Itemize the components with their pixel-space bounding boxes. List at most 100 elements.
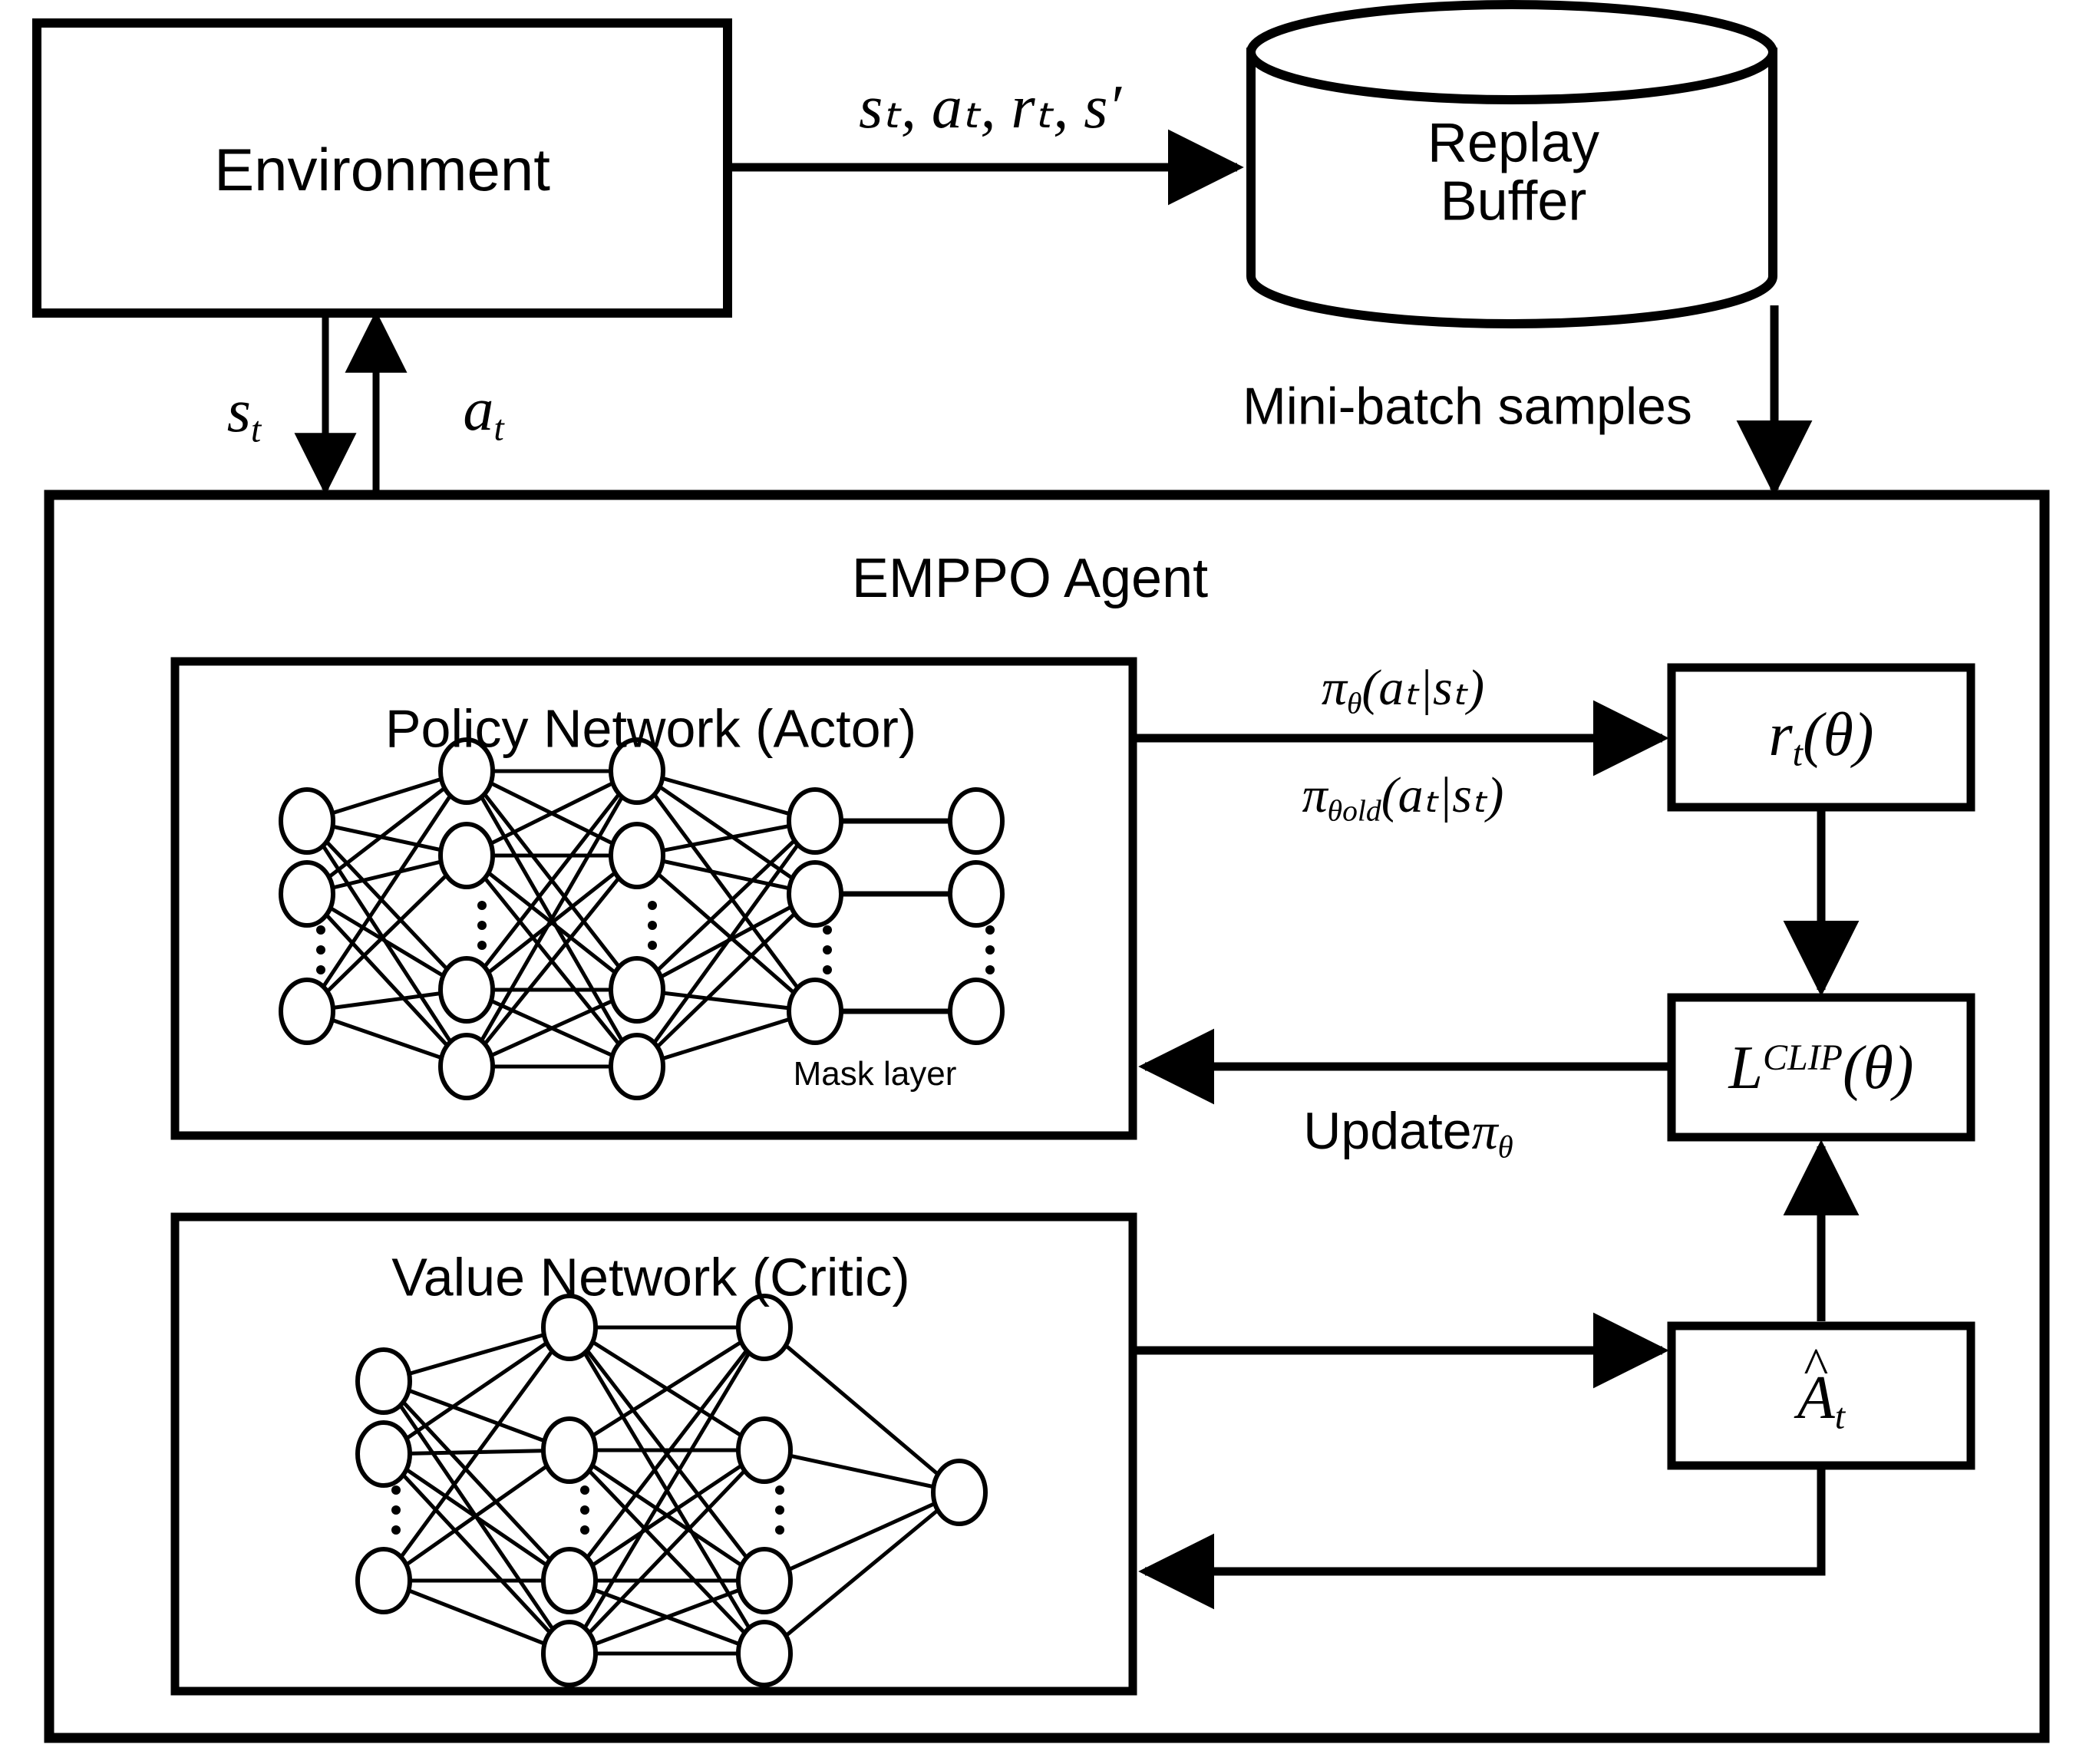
value-node [541, 1294, 598, 1361]
action-label: at [463, 378, 503, 448]
action-symbol: a [463, 376, 494, 444]
ellipsis-dot [477, 901, 487, 910]
value-node [355, 1547, 412, 1614]
ellipsis-dot [316, 945, 325, 955]
policy-network-title: Policy Network (Actor) [384, 698, 917, 759]
arrow-advantage-to-value [1138, 1467, 1826, 1610]
clip-loss-box[interactable] [1667, 993, 1975, 1142]
ellipsis-dot [391, 1485, 401, 1495]
value-node [355, 1347, 412, 1415]
agent-box[interactable] [44, 490, 2050, 1743]
policy-node [609, 956, 665, 1024]
clip-loss-box-label: LCLIP(θ) [1728, 1036, 1913, 1100]
ratio-box[interactable] [1667, 663, 1975, 812]
ellipsis-dot [648, 901, 657, 910]
mask-layer-label: Mask layer [793, 1054, 957, 1093]
pi-theta-old-subscript: θold [1327, 793, 1381, 828]
replay-buffer-cylinder[interactable] [1246, 0, 1777, 328]
policy-ratio-numerator: πθ(aₜ|sₜ) [1322, 661, 1484, 720]
policy-node [609, 737, 665, 805]
value-network-box[interactable] [170, 1212, 1137, 1696]
ellipsis-dot [316, 925, 325, 935]
replay-buffer-label-line2: Buffer [1440, 170, 1587, 232]
ratio-box-label: rt(θ) [1768, 703, 1873, 773]
update-policy-label: Updateπθ [1303, 1101, 1513, 1165]
update-text: Update [1303, 1101, 1472, 1160]
value-node [541, 1620, 598, 1687]
ellipsis-dot [477, 941, 487, 950]
policy-network-graph [279, 737, 1005, 1100]
ellipsis-dot [316, 965, 325, 974]
ellipsis-dot [580, 1505, 589, 1515]
ellipsis-dot [648, 941, 657, 950]
value-node [736, 1416, 793, 1484]
update-pi-subscript: θ [1497, 1129, 1513, 1165]
ratio-arg: (θ) [1802, 701, 1874, 770]
policy-node [787, 787, 843, 855]
minibatch-label: Mini-batch samples [1243, 377, 1692, 436]
policy-network-box[interactable] [170, 657, 1137, 1140]
policy-node [279, 978, 335, 1045]
ellipsis-dot [823, 965, 832, 974]
policy-mask-node [948, 860, 1005, 928]
policy-node [438, 822, 495, 889]
value-node [736, 1620, 793, 1687]
pi-args: (aₜ|sₜ) [1381, 767, 1504, 824]
advantage-subscript: t [1834, 1396, 1846, 1437]
advantage-box-label: ^At [1797, 1338, 1846, 1437]
policy-node [279, 860, 335, 928]
agent-title: EMPPO Agent [851, 548, 1209, 610]
ratio-subscript: t [1792, 733, 1803, 774]
value-network-graph [355, 1294, 988, 1687]
ellipsis-dot [775, 1525, 784, 1535]
policy-node [609, 1033, 665, 1100]
policy-node [438, 1033, 495, 1100]
environment-label: Environment [214, 136, 550, 204]
ellipsis-dot [985, 965, 995, 974]
policy-node [787, 978, 843, 1045]
policy-ratio-denominator: πθold(aₜ|sₜ) [1302, 769, 1504, 827]
advantage-base: A [1797, 1364, 1835, 1433]
value-node [736, 1294, 793, 1361]
state-subscript: t [250, 409, 262, 450]
policy-node [438, 737, 495, 805]
policy-mask-node [948, 787, 1005, 855]
pi-symbol: π [1302, 767, 1328, 824]
pi-args: (aₜ|sₜ) [1361, 660, 1485, 717]
policy-node [609, 822, 665, 889]
value-node [541, 1416, 598, 1484]
update-pi-symbol: π [1471, 1101, 1498, 1160]
policy-mask-node [948, 978, 1005, 1045]
ellipsis-dot [580, 1525, 589, 1535]
ellipsis-dot [775, 1505, 784, 1515]
pi-theta-subscript: θ [1346, 686, 1362, 720]
value-output-node [931, 1459, 988, 1526]
value-node [736, 1547, 793, 1614]
clip-arg: (θ) [1842, 1034, 1914, 1102]
value-node [355, 1420, 412, 1488]
advantage-hat-accent: ^ [1804, 1336, 1829, 1395]
ellipsis-dot [391, 1505, 401, 1515]
advantage-box[interactable] [1667, 1321, 1975, 1470]
policy-node [438, 956, 495, 1024]
ellipsis-dot [985, 945, 995, 955]
replay-buffer-label-line1: Replay [1427, 112, 1600, 174]
ellipsis-dot [648, 921, 657, 930]
advantage-base-wrap: ^A [1797, 1338, 1835, 1433]
policy-node [787, 860, 843, 928]
ellipsis-dot [477, 921, 487, 930]
pi-symbol: π [1321, 660, 1347, 717]
value-network-title: Value Network (Critic) [391, 1247, 910, 1307]
state-label: st [227, 379, 261, 450]
ellipsis-dot [580, 1485, 589, 1495]
action-subscript: t [493, 407, 504, 449]
ellipsis-dot [985, 925, 995, 935]
replay-buffer-label: Replay Buffer [1427, 114, 1599, 230]
clip-superscript: CLIP [1762, 1037, 1843, 1078]
value-node [541, 1547, 598, 1614]
policy-node [279, 787, 335, 855]
ellipsis-dot [775, 1485, 784, 1495]
transition-tuple-label: sₜ, aₜ, rₜ, s′ [859, 74, 1121, 141]
